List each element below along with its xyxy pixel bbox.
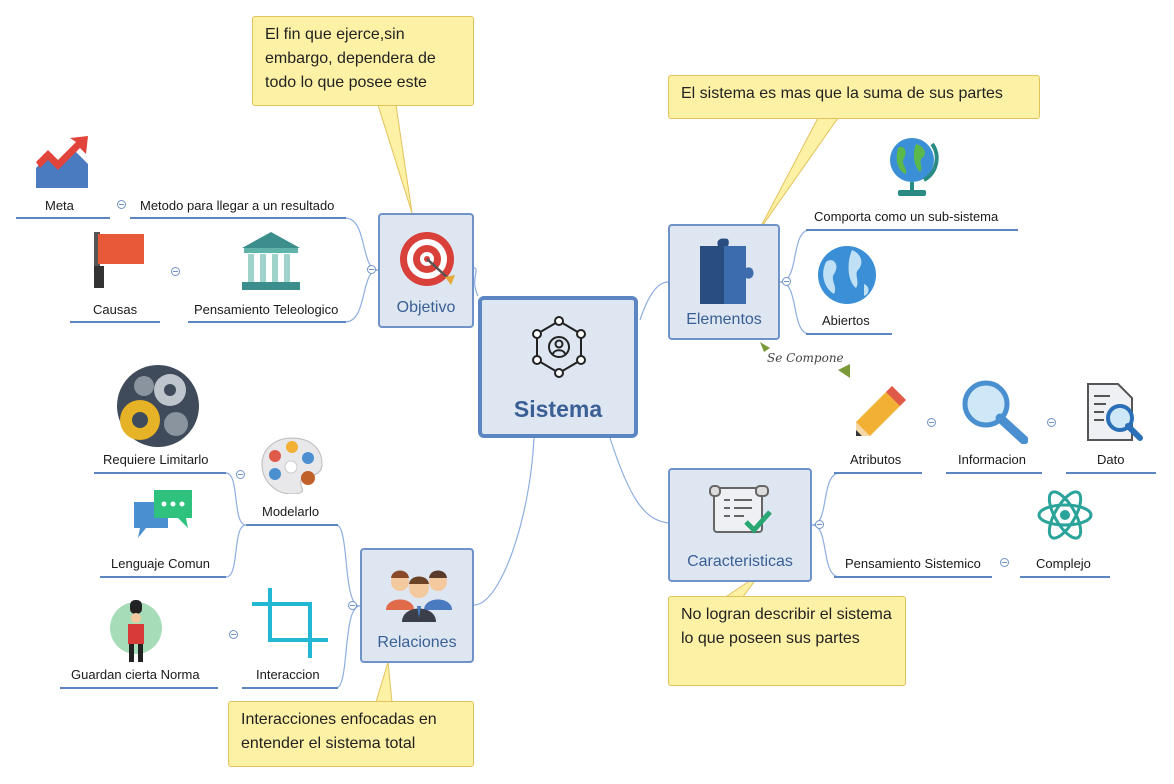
leaf-meta[interactable]: Meta bbox=[45, 198, 74, 213]
central-topic[interactable]: Sistema bbox=[478, 296, 638, 438]
leaf-informacion[interactable]: Informacion bbox=[958, 452, 1026, 467]
leaf-complejo[interactable]: Complejo bbox=[1036, 556, 1091, 571]
collapse-toggle[interactable] bbox=[117, 200, 126, 209]
leaf-causas[interactable]: Causas bbox=[93, 302, 138, 317]
leaf-modelarlo[interactable]: Modelarlo bbox=[262, 504, 320, 519]
collapse-toggle[interactable] bbox=[782, 277, 791, 286]
collapse-toggle[interactable] bbox=[1047, 418, 1056, 427]
collapse-toggle[interactable] bbox=[367, 265, 376, 274]
leaf-pensamiento-sistemico[interactable]: Pensamiento Sistemico bbox=[845, 556, 981, 571]
collapse-toggle[interactable] bbox=[171, 267, 180, 276]
gears-icon bbox=[117, 365, 199, 447]
topic-label: Elementos bbox=[686, 311, 762, 328]
topic-label: Relaciones bbox=[377, 634, 457, 651]
leaf-metodo[interactable]: Metodo para llegar a un resultado bbox=[140, 198, 335, 213]
note-objetivo[interactable]: El fin que ejerce,sin embargo, dependera… bbox=[252, 16, 474, 106]
topic-relaciones[interactable]: Relaciones bbox=[360, 548, 474, 663]
leaf-interaccion[interactable]: Interaccion bbox=[256, 667, 320, 682]
target-icon bbox=[400, 232, 455, 286]
collapse-toggle[interactable] bbox=[229, 630, 238, 639]
collapse-toggle[interactable] bbox=[815, 520, 824, 529]
growth-chart-icon bbox=[36, 136, 88, 188]
leaf-pensamiento-teleologico[interactable]: Pensamiento Teleologico bbox=[194, 302, 339, 317]
leaf-lenguaje-comun[interactable]: Lenguaje Comun bbox=[111, 556, 211, 571]
crop-icon bbox=[252, 588, 328, 658]
leaf-requiere-limitarlo[interactable]: Requiere Limitarlo bbox=[103, 452, 209, 467]
royal-guard-icon bbox=[110, 600, 162, 662]
note-elementos[interactable]: El sistema es mas que la suma de sus par… bbox=[668, 75, 1040, 119]
topic-label: Caracteristicas bbox=[687, 553, 793, 570]
relation-label[interactable]: Se Compone bbox=[767, 351, 844, 365]
flag-icon bbox=[94, 232, 144, 288]
leaf-comporta[interactable]: Comporta como un sub-sistema bbox=[814, 209, 999, 224]
puzzle-icon bbox=[700, 238, 754, 304]
bank-building-icon bbox=[242, 232, 300, 290]
collapse-toggle[interactable] bbox=[927, 418, 936, 427]
collapse-toggle[interactable] bbox=[1000, 558, 1009, 567]
leaf-atributos[interactable]: Atributos bbox=[850, 452, 902, 467]
atom-icon bbox=[1037, 490, 1093, 540]
palette-icon bbox=[261, 437, 323, 494]
topic-label: Objetivo bbox=[396, 299, 456, 316]
collapse-toggle[interactable] bbox=[236, 470, 245, 479]
chat-bubbles-icon bbox=[134, 490, 192, 538]
leaf-dato[interactable]: Dato bbox=[1097, 452, 1125, 467]
checklist-scroll-icon bbox=[709, 485, 772, 534]
people-group-icon bbox=[386, 570, 452, 622]
topic-objetivo[interactable]: Objetivo bbox=[378, 213, 474, 328]
globe-stand-icon bbox=[890, 138, 939, 196]
network-people-icon bbox=[532, 316, 586, 378]
topic-caracteristicas[interactable]: Caracteristicas bbox=[668, 468, 812, 582]
central-title: Sistema bbox=[513, 396, 603, 422]
leaf-abiertos[interactable]: Abiertos bbox=[822, 313, 870, 328]
document-search-icon bbox=[1087, 383, 1143, 441]
topic-elementos[interactable]: Elementos bbox=[668, 224, 780, 340]
globe-icon bbox=[818, 246, 876, 304]
pencil-icon bbox=[856, 386, 906, 436]
magnifier-icon bbox=[962, 380, 1028, 444]
note-relaciones[interactable]: Interacciones enfocadas en entender el s… bbox=[228, 701, 474, 767]
collapse-toggle[interactable] bbox=[348, 601, 357, 610]
note-caracteristicas[interactable]: No logran describir el sistema lo que po… bbox=[668, 596, 906, 686]
leaf-guardan-norma[interactable]: Guardan cierta Norma bbox=[71, 667, 200, 682]
